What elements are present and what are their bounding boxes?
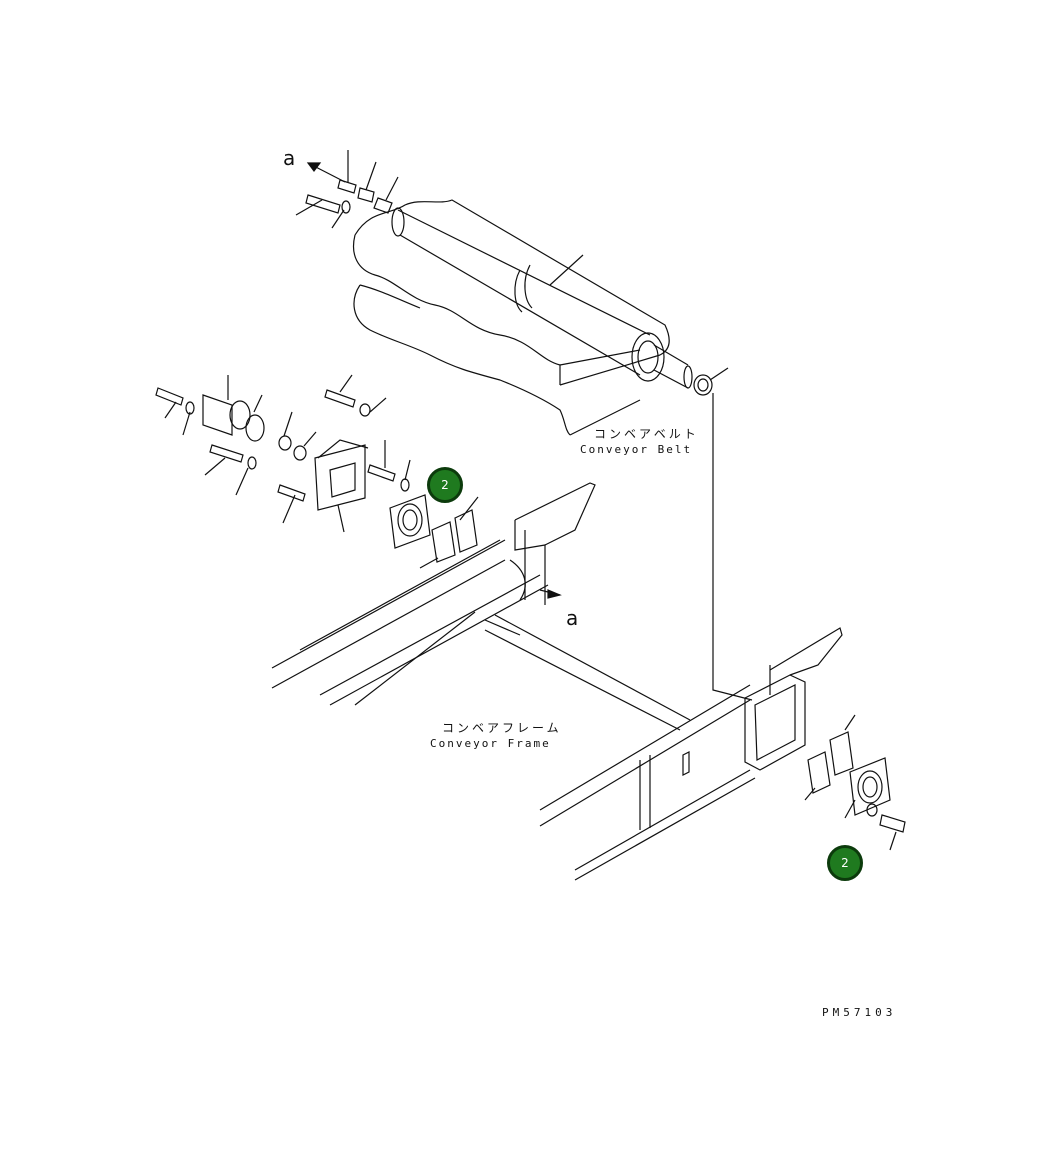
top-hardware: [295, 150, 399, 229]
conveyor-frame-label-jp: コンベアフレーム: [442, 721, 562, 735]
callout-marker-2[interactable]: 2: [827, 845, 863, 881]
conveyor-belt-label-jp: コンベアベルト: [594, 427, 699, 441]
conveyor-belt: [353, 199, 670, 436]
conveyor-belt-label-en: Conveyor Belt: [580, 443, 693, 456]
left-frame-plate: [509, 482, 596, 605]
left-hardware: [155, 374, 411, 533]
conveyor-frame-label-en: Conveyor Frame: [430, 737, 551, 750]
roller: [391, 207, 729, 396]
left-bearing: [389, 494, 479, 569]
leader-line: [712, 393, 753, 701]
drawing-code: PM57103: [822, 1006, 897, 1019]
conveyor-frame: [271, 539, 843, 881]
view-a-label-mid: a: [566, 606, 579, 630]
right-bearing: [804, 714, 906, 851]
callout-marker-2[interactable]: 2: [427, 467, 463, 503]
view-a-label-top: a: [283, 146, 296, 170]
